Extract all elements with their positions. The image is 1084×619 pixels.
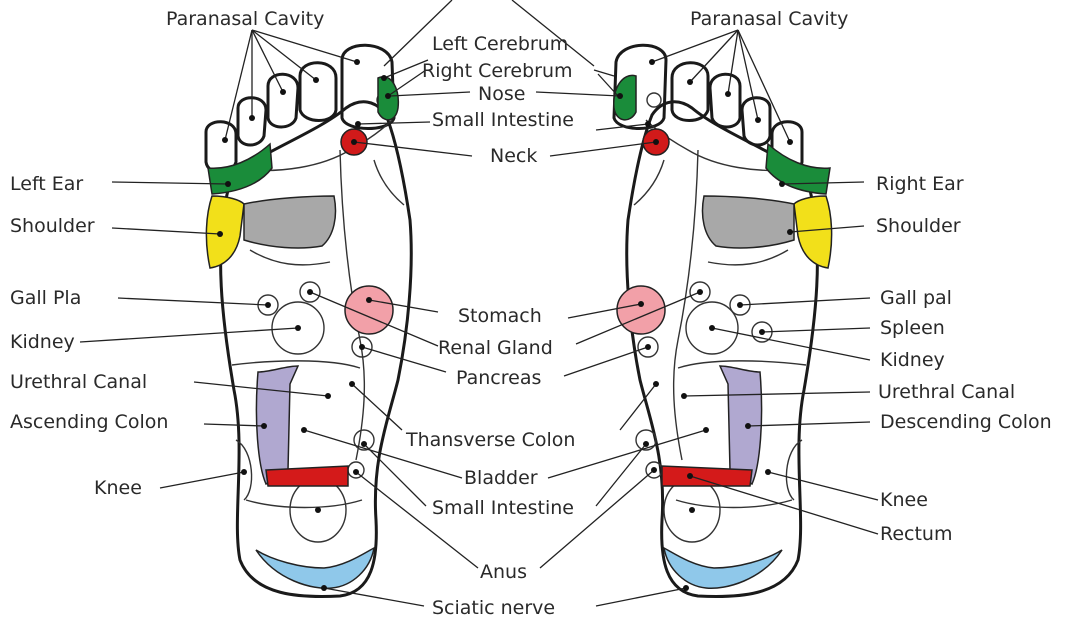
label-bladder: Bladder <box>464 467 538 489</box>
label-spleen: Spleen <box>880 317 945 339</box>
right-shoulder-zone <box>794 196 832 268</box>
label-urethral-left: Urethral Canal <box>10 371 147 393</box>
label-kidney-right: Kidney <box>880 349 945 371</box>
right-nose-zone <box>614 75 636 119</box>
right-ear-zone <box>766 144 830 194</box>
label-right-ear: Right Ear <box>876 173 964 195</box>
label-renal-gland: Renal Gland <box>438 337 553 359</box>
label-small-intestine-top: Small Intestine <box>432 109 574 131</box>
label-left-cerebrum: Left Cerebrum <box>432 33 568 55</box>
label-sciatic-nerve: Sciatic nerve <box>432 597 555 619</box>
labels: Paranasal Cavity Paranasal Cavity Left C… <box>10 8 1052 619</box>
left-heart-area-zone <box>244 196 336 248</box>
left-ear-zone <box>208 144 272 194</box>
label-rectum: Rectum <box>880 523 952 545</box>
label-gall-left: Gall Pla <box>10 287 81 309</box>
right-transverse-zone <box>662 466 752 486</box>
label-kidney-left: Kidney <box>10 331 75 353</box>
label-neck: Neck <box>490 145 537 167</box>
label-anus: Anus <box>480 561 527 583</box>
right-heart-area-zone <box>703 196 795 248</box>
left-foot <box>206 45 411 596</box>
label-nose: Nose <box>478 83 525 105</box>
label-small-intestine-bottom: Small Intestine <box>432 497 574 519</box>
label-descending-colon: Descending Colon <box>880 411 1052 433</box>
left-sciatic-zone <box>256 548 374 588</box>
label-shoulder-left: Shoulder <box>10 215 95 237</box>
label-stomach: Stomach <box>458 305 542 327</box>
label-gall-right: Gall pal <box>880 287 952 309</box>
label-pancreas: Pancreas <box>456 367 541 389</box>
label-urethral-right: Urethral Canal <box>878 381 1015 403</box>
left-toe-5 <box>206 122 236 173</box>
label-paranasal-left: Paranasal Cavity <box>166 8 324 30</box>
left-transverse-zone <box>266 466 348 486</box>
label-left-ear: Left Ear <box>10 173 83 195</box>
right-toe-2 <box>672 63 708 121</box>
right-foot <box>614 45 832 596</box>
label-paranasal-right: Paranasal Cavity <box>690 8 848 30</box>
label-ascending-colon: Ascending Colon <box>10 411 168 433</box>
descending-colon-zone <box>720 366 762 484</box>
right-toe-3 <box>710 74 740 127</box>
label-transverse-colon: Thansverse Colon <box>405 429 575 451</box>
label-knee-left: Knee <box>94 477 142 499</box>
label-knee-right: Knee <box>880 489 928 511</box>
left-shoulder-zone <box>206 196 244 268</box>
label-shoulder-right: Shoulder <box>876 215 961 237</box>
left-toe-3 <box>268 74 298 127</box>
right-sciatic-zone <box>664 548 782 588</box>
label-right-cerebrum: Right Cerebrum <box>422 60 573 82</box>
